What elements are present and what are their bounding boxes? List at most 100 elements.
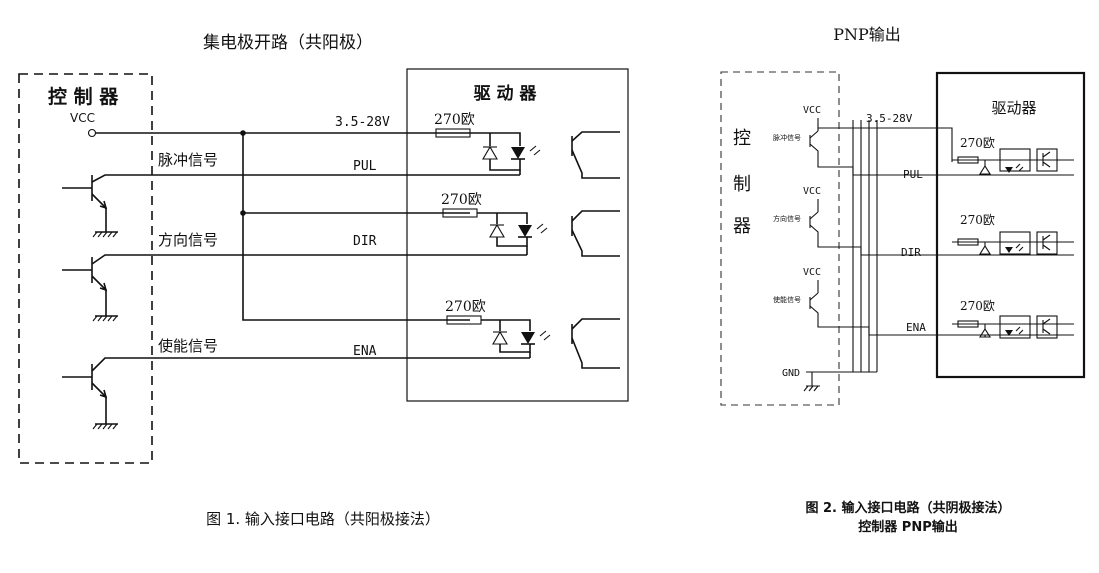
- right-resistor-label-3: 270欧: [960, 299, 995, 313]
- left-protect-diode-3: [492, 330, 508, 345]
- left-signal-label-3: 使能信号: [158, 337, 218, 355]
- right-resistor-2: [957, 238, 979, 246]
- right-led-2: [1005, 247, 1013, 253]
- left-protect-diode-2: [489, 223, 505, 238]
- right-caption-line-1: 图 2. 输入接口电路（共阴极接法）: [805, 500, 1010, 516]
- left-pin-label-1: PUL: [353, 159, 377, 174]
- right-pnp-legs-1: [809, 130, 853, 168]
- left-vcc-bus: [95, 132, 470, 321]
- right-signal-label-2: 方向信号: [773, 214, 801, 223]
- right-led-1: [1005, 167, 1013, 173]
- right-light-arrows-3: [1015, 326, 1024, 335]
- right-light-arrows-2: [1015, 243, 1024, 252]
- right-photo-box-1: [1036, 148, 1058, 172]
- right-driver-box: [935, 71, 1086, 379]
- left-driver-label: 驱 动 器: [474, 84, 538, 104]
- right-resistor-label-2: 270欧: [960, 213, 995, 227]
- left-opto-wire-top-1: [470, 132, 521, 146]
- left-trans-arrow-2: [99, 282, 108, 292]
- left-controller-label: 控 制 器: [48, 85, 119, 108]
- right-opto-box-3: [999, 315, 1031, 339]
- right-gnd-label: GND: [782, 368, 800, 379]
- right-signal-label-1: 脉冲信号: [773, 133, 801, 142]
- left-vcc-terminal: [87, 128, 97, 138]
- right-vcc-wire: [818, 127, 953, 162]
- left-transistors: [62, 174, 155, 430]
- left-trans-arrow-3: [99, 389, 108, 399]
- right-controller-char-3: 器: [733, 216, 751, 237]
- left-diagram: 集电极开路（共阳极） 控 制 器 驱 动 器 VCC 3.5-28V 270欧 …: [18, 33, 629, 528]
- left-driver-box: [406, 68, 629, 402]
- right-phototransistor-1: [1042, 151, 1051, 168]
- right-opto-box-1: [999, 148, 1031, 172]
- right-gnd-symbol: [803, 372, 820, 392]
- left-trans-collector-1: [91, 174, 155, 183]
- right-pnp-legs-3: [809, 292, 869, 328]
- left-led-1: [511, 147, 525, 159]
- left-opto-wire-b-2: [496, 237, 528, 247]
- left-photo-collector-2: [571, 210, 620, 222]
- right-opto-box-2: [999, 231, 1031, 255]
- left-photo-emitter-3: [571, 337, 620, 369]
- left-vcc-label: VCC: [70, 111, 95, 125]
- right-resistor-1: [957, 156, 979, 164]
- right-pin-label-3: ENA: [906, 321, 926, 334]
- right-pin-label-2: DIR: [901, 246, 921, 259]
- left-signal-label-1: 脉冲信号: [158, 151, 218, 169]
- left-photo-collector-1: [571, 131, 620, 142]
- left-ground-hatch-2: [92, 315, 118, 322]
- left-trans-arrow-1: [99, 200, 108, 210]
- left-opto-wire-b-3: [499, 344, 531, 353]
- left-trans-emitter-3: [91, 382, 107, 424]
- left-junction-1: [240, 130, 246, 136]
- right-driver-label: 驱动器: [991, 99, 1036, 117]
- right-diagram: PNP输出 控 制 器 驱动器 3.5-28V 270欧 270欧 270欧 V…: [720, 25, 1086, 535]
- left-pin-label-2: DIR: [353, 234, 377, 249]
- right-controller-char-1: 控: [733, 128, 751, 149]
- left-protect-diode-1: [482, 145, 498, 160]
- right-phototransistor-3: [1042, 318, 1051, 335]
- left-led-3: [521, 332, 535, 344]
- right-led-3: [1005, 330, 1013, 336]
- left-resistor-label-3: 270欧: [445, 299, 486, 315]
- left-resistor-label-2: 270欧: [441, 192, 482, 208]
- right-protect-diode-1: [979, 164, 991, 175]
- right-vcc-label-3: VCC: [803, 267, 821, 278]
- right-signal-label-3: 使能信号: [773, 295, 801, 304]
- left-photo-emitter-1: [571, 149, 620, 179]
- right-vcc-label-2: VCC: [803, 186, 821, 197]
- right-photo-box-3: [1036, 315, 1058, 339]
- left-trans-collector-2: [91, 254, 155, 265]
- right-circuit-lines: [803, 118, 1074, 392]
- left-signal-label-2: 方向信号: [158, 231, 218, 249]
- left-light-arrows-3: [539, 330, 551, 341]
- right-vcc-label-1: VCC: [803, 105, 821, 116]
- right-protect-diode-2: [979, 244, 991, 255]
- left-light-arrows-2: [536, 223, 548, 234]
- right-signal-1: [852, 167, 947, 176]
- right-resistor-3: [957, 320, 979, 328]
- left-resistor-label-1: 270欧: [434, 112, 475, 128]
- left-trans-emitter-2: [91, 275, 107, 316]
- right-light-arrows-1: [1015, 163, 1024, 172]
- right-resistor-label-1: 270欧: [960, 136, 995, 150]
- left-opto-wire-b-1: [489, 159, 521, 171]
- left-caption: 图 1. 输入接口电路（共阳极接法）: [206, 510, 440, 528]
- left-controller-box: [18, 73, 153, 464]
- left-ground-hatch-1: [92, 231, 118, 238]
- left-opto-wire-top-2: [477, 212, 528, 224]
- right-controller-box: [720, 71, 840, 406]
- right-voltage-label: 3.5-28V: [866, 112, 913, 125]
- right-phototransistor-2: [1042, 234, 1051, 251]
- right-title: PNP输出: [833, 25, 901, 44]
- left-ground-hatch-3: [92, 423, 118, 430]
- left-photo-emitter-2: [571, 229, 620, 257]
- right-caption-line-2: 控制器 PNP输出: [858, 519, 957, 535]
- left-voltage-label: 3.5-28V: [335, 115, 390, 130]
- left-title: 集电极开路（共阳极）: [203, 33, 373, 53]
- right-photo-box-2: [1036, 231, 1058, 255]
- left-photo-collector-3: [571, 318, 620, 330]
- left-junction-2: [240, 210, 246, 216]
- right-controller-char-2: 制: [733, 174, 751, 195]
